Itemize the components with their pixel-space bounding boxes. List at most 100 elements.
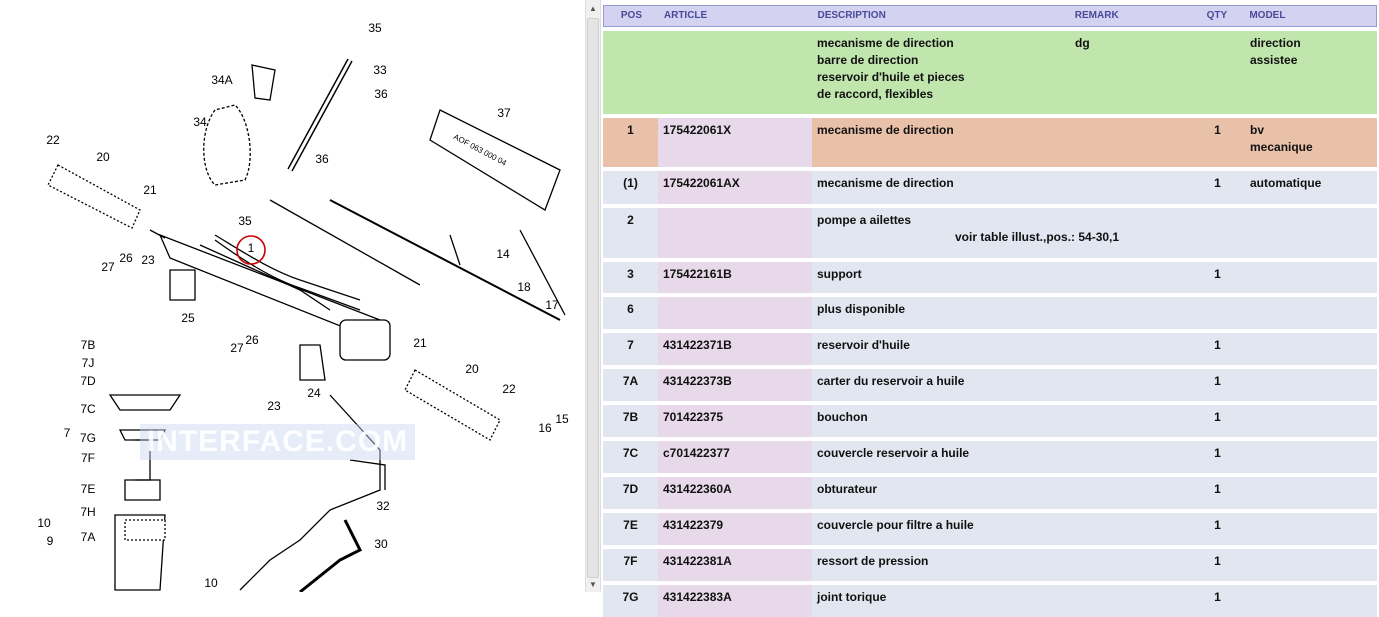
cell-article[interactable]: 431422360A	[658, 477, 812, 509]
callout-17[interactable]: 17	[545, 298, 559, 312]
table-row[interactable]: 7G 431422383A joint torique 1	[603, 585, 1377, 617]
callout-21[interactable]: 21	[143, 183, 157, 197]
header-remark[interactable]: REMARK	[1074, 10, 1119, 21]
cell-article[interactable]: 431422371B	[658, 333, 812, 365]
callout-7B[interactable]: 7B	[80, 338, 96, 352]
table-row[interactable]: 7 431422371B reservoir d'huile 1	[603, 333, 1377, 365]
scroll-thumb[interactable]	[587, 18, 599, 578]
cell-article[interactable]: 175422061AX	[658, 171, 812, 204]
cell-article[interactable]: c701422377	[658, 441, 812, 473]
callout-22[interactable]: 22	[502, 382, 516, 396]
callout-36[interactable]: 36	[315, 152, 329, 166]
callout-20[interactable]: 20	[96, 150, 110, 164]
callout-36[interactable]: 36	[374, 87, 388, 101]
cell-article[interactable]: 175422161B	[658, 262, 812, 293]
desc-text: couvercle reservoir a huile	[817, 446, 970, 460]
callout-7D[interactable]: 7D	[80, 374, 96, 388]
group-article	[658, 31, 812, 114]
scrollbar[interactable]: ▲ ▼	[585, 0, 601, 592]
callout-27[interactable]: 27	[230, 341, 244, 355]
desc-sub[interactable]: voir table illust.,pos.: 54-30,1	[955, 230, 1120, 244]
cell-pos: 7C	[622, 446, 639, 460]
table-row[interactable]: 6 plus disponible	[603, 297, 1377, 329]
callout-32[interactable]: 32	[376, 499, 390, 513]
table-row[interactable]: 7B 701422375 bouchon 1	[603, 405, 1377, 437]
table-row[interactable]: 7D 431422360A obturateur 1	[603, 477, 1377, 509]
header-pos[interactable]: POS	[620, 10, 642, 21]
cell-qty: 1	[1214, 410, 1221, 424]
cell-article[interactable]: 431422379	[658, 513, 812, 545]
callout-30[interactable]: 30	[374, 537, 388, 551]
callout-26[interactable]: 26	[245, 333, 259, 347]
cell-remark	[1070, 333, 1190, 365]
table-row[interactable]: 7E 431422379 couvercle pour filtre a hui…	[603, 513, 1377, 545]
table-row[interactable]: 7C c701422377 couvercle reservoir a huil…	[603, 441, 1377, 473]
callout-14[interactable]: 14	[496, 247, 510, 261]
callout-10[interactable]: 10	[37, 516, 51, 530]
table-row[interactable]: 7A 431422373B carter du reservoir a huil…	[603, 369, 1377, 401]
scroll-up-icon[interactable]: ▲	[589, 4, 597, 13]
table-row[interactable]: 7F 431422381A ressort de pression 1	[603, 549, 1377, 581]
desc-line: de raccord, flexibles	[817, 87, 934, 101]
callout-10[interactable]: 10	[204, 576, 218, 590]
cell-article[interactable]: 431422373B	[658, 369, 812, 401]
callout-23[interactable]: 23	[267, 399, 281, 413]
desc-text: mecanisme de direction	[817, 176, 954, 190]
table-row[interactable]: 3 175422161B support 1	[603, 262, 1377, 293]
callout-15[interactable]: 15	[555, 412, 569, 426]
table-row[interactable]: 1 175422061X mecanisme de direction 1 bv…	[603, 118, 1377, 167]
callout-7E[interactable]: 7E	[80, 482, 96, 496]
callout-9[interactable]: 9	[46, 534, 54, 548]
callout-27[interactable]: 27	[101, 260, 115, 274]
callout-26[interactable]: 26	[119, 251, 133, 265]
callout-23[interactable]: 23	[141, 253, 155, 267]
cell-article[interactable]: 701422375	[658, 405, 812, 437]
callout-7G[interactable]: 7G	[79, 431, 97, 445]
desc-line: reservoir d'huile et pieces	[817, 70, 965, 84]
cell-model	[1245, 585, 1377, 617]
header-qty[interactable]: QTY	[1206, 10, 1228, 21]
cell-qty: 1	[1214, 554, 1221, 568]
callout-16[interactable]: 16	[538, 421, 552, 435]
cell-remark	[1070, 441, 1190, 473]
model-line: assistee	[1250, 53, 1298, 67]
header-model[interactable]: MODEL	[1249, 10, 1286, 21]
cell-article[interactable]: 431422383A	[658, 585, 812, 617]
cell-description: couvercle pour filtre a huile	[812, 513, 1070, 545]
callout-34A[interactable]: 34A	[211, 73, 233, 87]
callout-34[interactable]: 34	[193, 115, 207, 129]
callout-35[interactable]: 35	[368, 21, 382, 35]
callout-7F[interactable]: 7F	[80, 451, 96, 465]
header-article[interactable]: ARTICLE	[663, 10, 708, 21]
cell-article[interactable]	[658, 208, 812, 258]
cell-description: obturateur	[812, 477, 1070, 509]
cell-article[interactable]: 431422381A	[658, 549, 812, 581]
model-line: direction	[1250, 36, 1301, 50]
callout-20[interactable]: 20	[465, 362, 479, 376]
callout-25[interactable]: 25	[181, 311, 195, 325]
header-description[interactable]: DESCRIPTION	[817, 10, 886, 21]
callout-24[interactable]: 24	[307, 386, 321, 400]
cell-qty: 1	[1214, 590, 1221, 604]
callout-18[interactable]: 18	[517, 280, 531, 294]
callout-37[interactable]: 37	[497, 106, 511, 120]
scroll-down-icon[interactable]: ▼	[589, 580, 597, 589]
callout-22[interactable]: 22	[46, 133, 60, 147]
cell-article[interactable]	[658, 297, 812, 329]
callout-35[interactable]: 35	[238, 214, 252, 228]
table-header: POS ARTICLE DESCRIPTION REMARK QTY MODEL	[603, 5, 1377, 27]
table-row[interactable]: (1) 175422061AX mecanisme de direction 1…	[603, 171, 1377, 204]
callout-33[interactable]: 33	[373, 63, 387, 77]
callout-7H[interactable]: 7H	[80, 505, 96, 519]
cell-article[interactable]: 175422061X	[658, 118, 812, 167]
callout-7[interactable]: 7	[63, 426, 71, 440]
callout-7J[interactable]: 7J	[81, 356, 95, 370]
callout-21[interactable]: 21	[413, 336, 427, 350]
callout-7A[interactable]: 7A	[80, 530, 96, 544]
cell-description: carter du reservoir a huile	[812, 369, 1070, 401]
group-row[interactable]: mecanisme de direction barre de directio…	[603, 31, 1377, 114]
callout-1[interactable]: 1	[247, 241, 255, 255]
callout-7C[interactable]: 7C	[80, 402, 96, 416]
